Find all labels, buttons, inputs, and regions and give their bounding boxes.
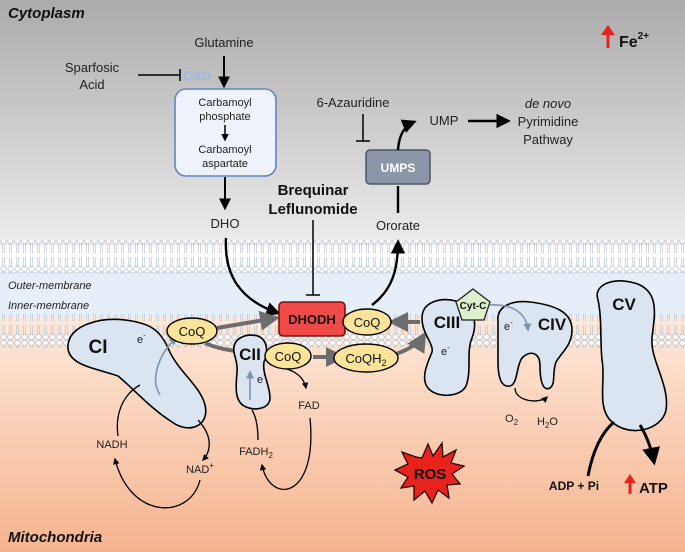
leflunomide-label: Leflunomide: [268, 201, 357, 218]
h2o-label: H2O: [537, 416, 558, 430]
ump-label: UMP: [430, 113, 459, 128]
cytoplasm-background: [0, 0, 685, 245]
sparfosic-acid-label-line1: Sparfosic: [65, 60, 120, 75]
ros-burst-icon: [393, 441, 466, 505]
iron-symbol: Fe: [619, 34, 638, 51]
complex-i-electron: e-: [137, 331, 146, 346]
complex-v-shape: [596, 280, 668, 432]
nadh-to-complex-i-arrow: [116, 384, 141, 437]
o2-base: O: [505, 413, 514, 425]
outer-membrane-label: Outer-membrane: [8, 280, 92, 292]
o2-to-h2o-arrow: [514, 387, 548, 403]
coqh2-ellipse: [333, 343, 399, 373]
h2o-o: O: [549, 416, 558, 428]
pathway-label-line1: de novo: [525, 96, 571, 111]
iron-increase: Fe2+: [601, 25, 649, 51]
h2o-h: H: [537, 416, 545, 428]
cyt-c-label: Cyt-C: [460, 301, 487, 312]
complex-iv-electron-e: e: [504, 321, 510, 333]
coq-complex-i-label: CoQ: [179, 324, 206, 339]
nad-charge: +: [209, 461, 214, 470]
complex-ii-label: CII: [239, 345, 261, 364]
fadh2-label: FADH2: [239, 446, 273, 460]
carbamoyl-phosphate-line2: phosphate: [199, 111, 250, 123]
fad-regeneration-arrow: [259, 417, 312, 490]
pathway-label-line3: Pathway: [523, 132, 573, 147]
complex-ii-electron: e-: [257, 371, 266, 386]
atp-label: ATP: [639, 480, 668, 497]
coq-complex-i-ellipse: [166, 317, 218, 345]
nadh-label: NADH: [96, 439, 127, 451]
o2-label: O2: [505, 413, 519, 427]
ros-label: ROS: [414, 466, 447, 483]
coq-complex-ii-label: CoQ: [275, 349, 302, 364]
adp-pi-label: ADP + Pi: [549, 479, 599, 493]
carbamoyl-aspartate-line1: Carbamoyl: [198, 144, 251, 156]
outer-membrane: [0, 240, 685, 274]
dho-label: DHO: [211, 216, 240, 231]
complex-i-label: CI: [89, 337, 108, 358]
complex-iii-shape: [421, 298, 476, 397]
cytoplasm-label: Cytoplasm: [8, 5, 85, 22]
fadh2-base: FADH: [239, 446, 268, 458]
nad-base: NAD: [186, 464, 209, 476]
complex-i-electron-path: [154, 336, 178, 396]
coq-dhodh-ellipse: [342, 308, 392, 336]
complex-v-label: CV: [612, 295, 636, 314]
complex-iv-electron-sup: -: [510, 318, 513, 327]
complex-iv-electron: e-: [504, 318, 513, 333]
complex-iii-electron-e: e: [441, 346, 447, 358]
cad-label: CAD: [183, 68, 211, 83]
coqh2-label: CoQH2: [345, 351, 386, 368]
coq-dhodh-label: CoQ: [354, 315, 381, 330]
coq-to-dhodh-arrow: [216, 310, 280, 331]
h2o-sub: 2: [545, 421, 550, 430]
coqh2-base: CoQH: [345, 351, 381, 366]
complex-ii-electron-e: e: [257, 374, 263, 386]
complex-iii-electron-sup: -: [447, 343, 450, 352]
cyt-c-shape: [455, 288, 491, 321]
complex-ii-to-fad-arrow: [286, 368, 309, 390]
iron-charge: 2+: [638, 31, 650, 42]
fad-label: FAD: [298, 400, 319, 412]
azauridine-label: 6-Azauridine: [317, 95, 390, 110]
carbamoyl-aspartate-line2: aspartate: [202, 158, 248, 170]
complex-i-shape: [67, 318, 207, 429]
nad-regeneration-arrow: [113, 457, 201, 509]
inner-membrane-label: Inner-membrane: [8, 300, 89, 312]
complex-iii-label: CIII: [434, 313, 460, 332]
complex-i-electron-e: e: [137, 334, 143, 346]
dhodh-label: DHODH: [288, 312, 336, 327]
umps-label: UMPS: [381, 161, 416, 175]
complex-iv-shape: [497, 300, 573, 390]
sparfosic-acid-label-line2: Acid: [79, 77, 104, 92]
brequinar-label: Brequinar: [278, 182, 349, 199]
carbamoyl-phosphate-line1: Carbamoyl: [198, 97, 251, 109]
fadh2-sub: 2: [268, 451, 273, 460]
complex-v-to-atp-arrow: [638, 424, 660, 466]
coq-to-ororate-arrow: [371, 239, 406, 306]
ororate-label: Ororate: [376, 218, 420, 233]
iron-label: Fe2+: [619, 31, 649, 51]
complex-iv-label: CIV: [538, 315, 567, 334]
complex-i-electron-sup: -: [143, 331, 146, 340]
coqh2-sub: 2: [382, 358, 387, 368]
complex-i-to-nad-arrow: [197, 419, 210, 461]
dho-to-dhodh-arrow: [224, 237, 281, 317]
iron-up-arrow-icon: [601, 25, 615, 35]
nad-label: NAD+: [186, 461, 214, 476]
pathway-label-line2: Pyrimidine: [518, 114, 579, 129]
adp-to-complex-v-arrow: [586, 420, 616, 477]
cyt-c-to-complex-iv-path: [489, 304, 532, 332]
mitochondria-label: Mitochondria: [8, 529, 102, 546]
o2-sub: 2: [514, 418, 519, 427]
atp-up-arrow-icon: [624, 474, 636, 483]
complex-ii-electron-sup: -: [263, 371, 266, 380]
umps-to-ump-arrow: [396, 119, 417, 151]
fadh2-to-complex-ii-arrow: [251, 409, 259, 441]
glutamine-label: Glutamine: [194, 35, 253, 50]
complex-iii-electron: e-: [441, 343, 450, 358]
